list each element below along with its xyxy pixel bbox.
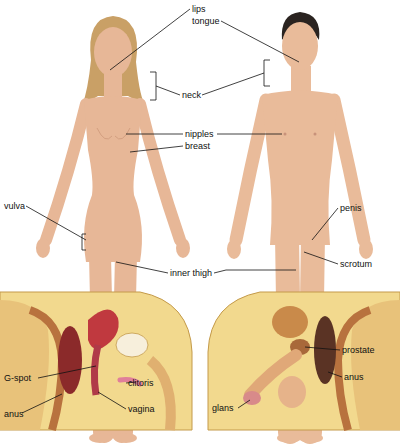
part-label: scrotum: [340, 259, 372, 269]
male-cross-section: [208, 292, 400, 430]
leader-lines: [22, 9, 342, 413]
part-label: clitoris: [128, 378, 154, 388]
part-label: nipples: [185, 129, 214, 139]
part-label: prostate: [342, 345, 375, 355]
part-label: neck: [182, 90, 201, 100]
part-label: inner thigh: [170, 268, 212, 278]
part-label: vulva: [4, 201, 25, 211]
female-cross-section: [0, 292, 192, 430]
part-label: vagina: [128, 404, 155, 414]
part-label: lips: [192, 4, 206, 14]
part-label: tongue: [192, 16, 220, 26]
part-label: anus: [4, 409, 24, 419]
part-label: breast: [185, 141, 210, 151]
part-label: anus: [344, 372, 364, 382]
part-label: penis: [340, 203, 362, 213]
part-label: glans: [212, 403, 234, 413]
part-label: G-spot: [4, 373, 31, 383]
